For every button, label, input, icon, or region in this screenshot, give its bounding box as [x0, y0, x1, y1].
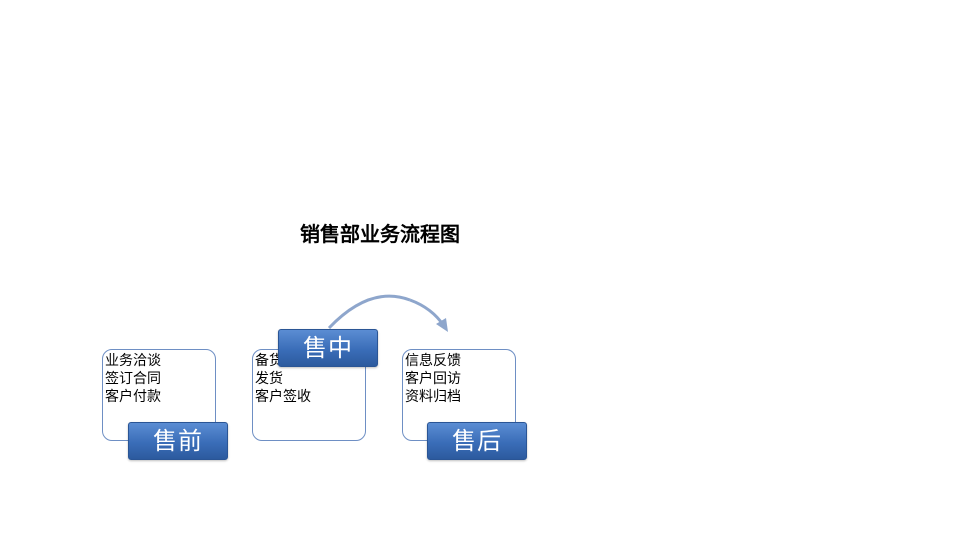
stage-item: 发货: [255, 371, 283, 387]
stage-item: 业务洽谈: [105, 353, 161, 369]
stage-item: 客户回访: [405, 371, 461, 387]
stage-item: 备货: [255, 353, 283, 369]
stage-tag-pre-sales: 售前: [128, 422, 228, 460]
arrow-head-icon: [436, 318, 448, 332]
diagram-title: 销售部业务流程图: [300, 222, 460, 246]
stage-items-in-sales: 备货 发货 客户签收: [255, 352, 311, 406]
stage-item: 资料归档: [405, 389, 461, 405]
stage-item: 签订合同: [105, 371, 161, 387]
stage-item: 客户签收: [255, 389, 311, 405]
stage-item: 信息反馈: [405, 353, 461, 369]
stage-tag-in-sales: 售中: [278, 329, 378, 367]
stage-tag-after-sales: 售后: [427, 422, 527, 460]
stage-item: 客户付款: [105, 389, 161, 405]
stage-items-after-sales: 信息反馈 客户回访 资料归档: [405, 352, 461, 406]
stage-items-pre-sales: 业务洽谈 签订合同 客户付款: [105, 352, 161, 406]
